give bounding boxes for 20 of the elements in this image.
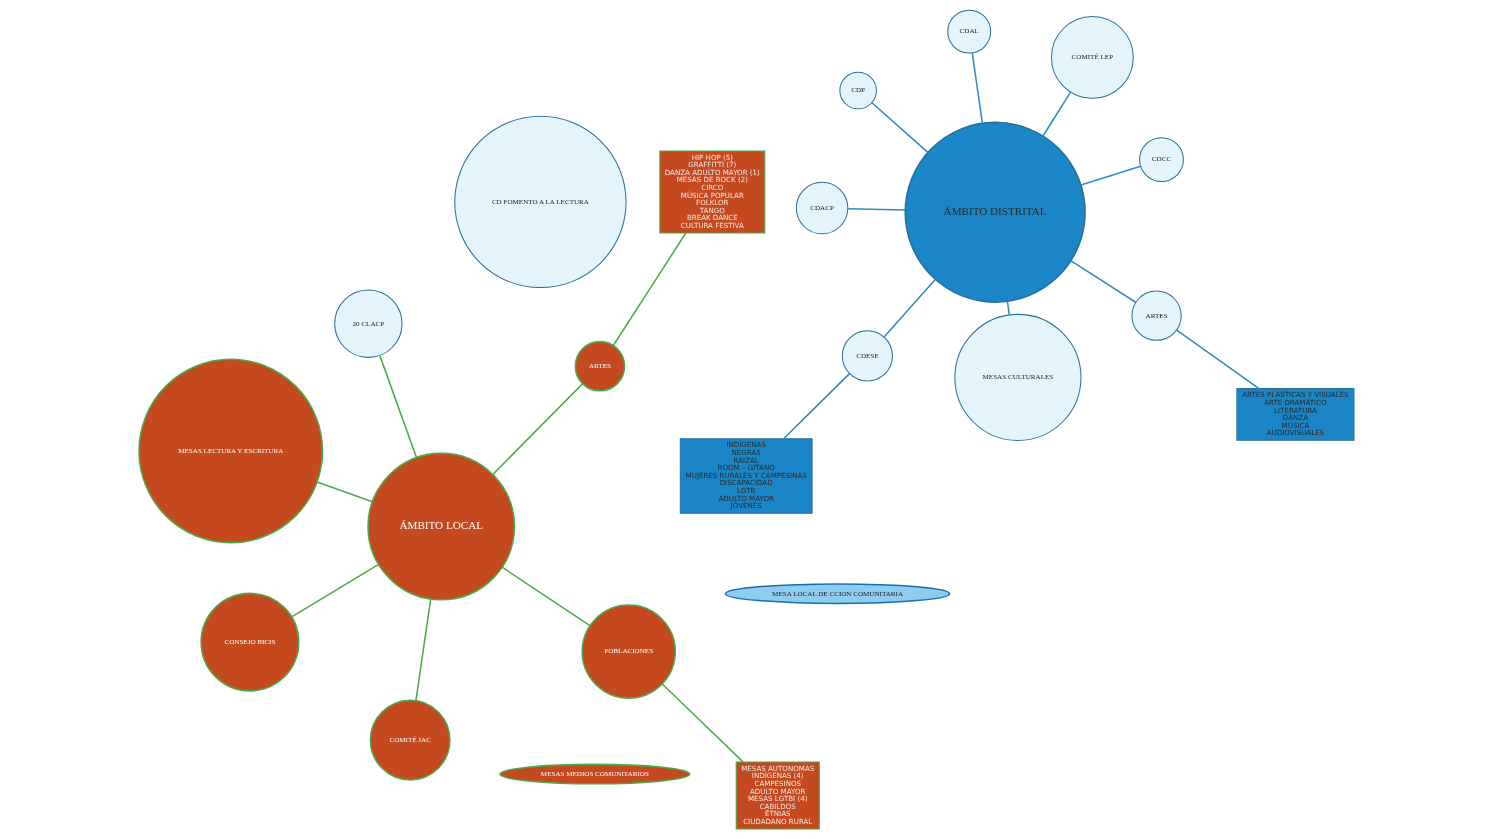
connector	[871, 102, 929, 154]
connector	[612, 232, 687, 346]
connector	[783, 372, 851, 440]
connector	[491, 383, 584, 476]
connector	[971, 52, 984, 124]
connector	[661, 683, 744, 763]
connector	[1070, 260, 1137, 303]
connector	[379, 354, 418, 459]
node-circle: ÁMBITO DISTRITAL	[904, 121, 1086, 303]
node-circle: ÁMBITO LOCAL	[367, 452, 516, 601]
connector	[1080, 165, 1142, 186]
connector	[290, 563, 380, 618]
connector	[1006, 300, 1011, 316]
connector	[501, 566, 591, 627]
connector	[883, 278, 937, 338]
connector	[847, 207, 906, 211]
connector	[1176, 329, 1260, 390]
connector	[415, 598, 432, 702]
connector	[316, 481, 374, 503]
connector	[1042, 91, 1072, 137]
